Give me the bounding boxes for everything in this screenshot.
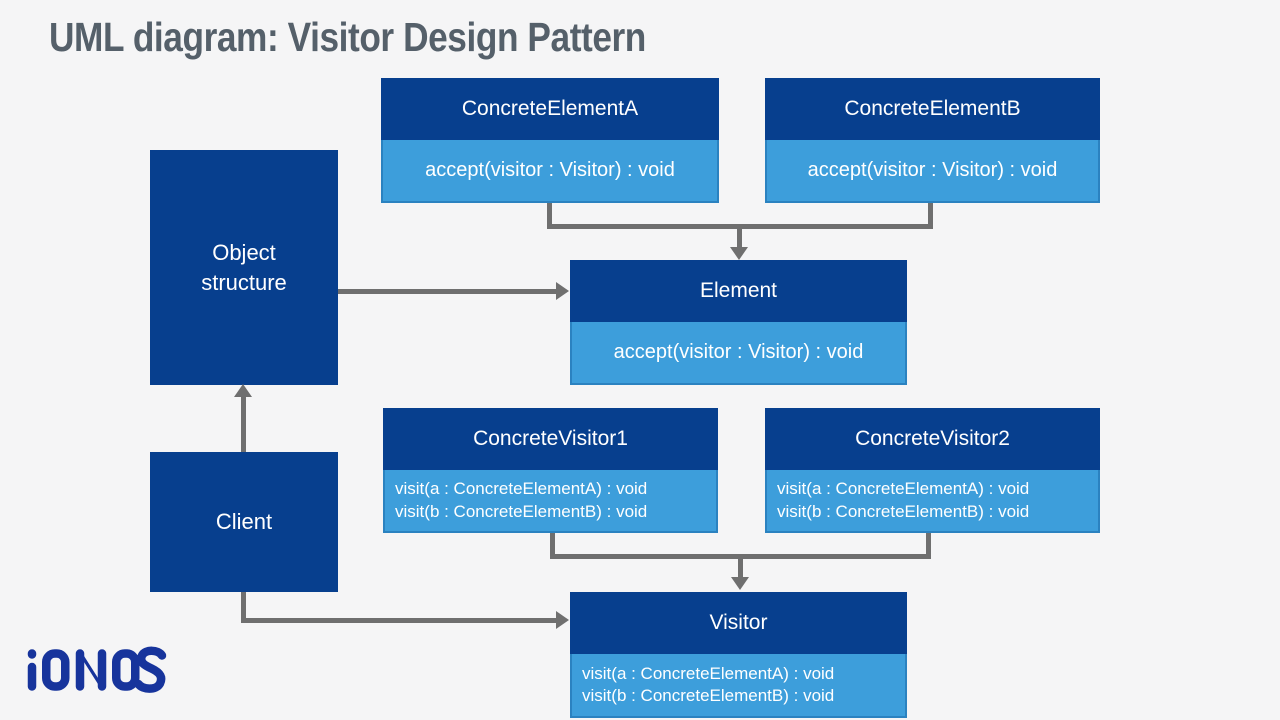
class-methods: accept(visitor : Visitor) : void <box>765 140 1100 203</box>
method-label: accept(visitor : Visitor) : void <box>613 341 864 363</box>
class-box-concrete-visitor-2: ConcreteVisitor2 visit(a : ConcreteEleme… <box>765 408 1100 533</box>
arrowhead-right-icon <box>556 282 569 300</box>
page-title: UML diagram: Visitor Design Pattern <box>49 14 646 60</box>
class-name: ConcreteElementB <box>765 78 1100 140</box>
arrowhead-right-icon <box>556 611 569 629</box>
class-methods: visit(a : ConcreteElementA) : void visit… <box>765 470 1100 533</box>
class-box-element: Element accept(visitor : Visitor) : void <box>570 260 907 385</box>
box-label: Client <box>215 509 273 534</box>
arrowhead-down-icon <box>731 577 749 590</box>
arrowhead-down-icon <box>730 247 748 260</box>
box-object-structure: Object structure <box>150 150 338 385</box>
method-label: visit(b : ConcreteElementB) : void <box>582 686 835 705</box>
class-box-concrete-visitor-1: ConcreteVisitor1 visit(a : ConcreteEleme… <box>383 408 718 533</box>
arrowhead-up-icon <box>234 384 252 397</box>
class-methods: visit(a : ConcreteElementA) : void visit… <box>383 470 718 533</box>
connector-segment <box>241 396 246 452</box>
connector-segment <box>928 203 933 229</box>
method-label: visit(b : ConcreteElementB) : void <box>777 501 1030 521</box>
class-name: ConcreteVisitor2 <box>765 408 1100 470</box>
method-label: accept(visitor : Visitor) : void <box>807 159 1058 181</box>
class-name: Visitor <box>570 592 907 654</box>
connector-segment <box>926 533 931 559</box>
box-client: Client <box>150 452 338 592</box>
connector-segment <box>338 289 558 294</box>
ionos-logo <box>27 646 167 693</box>
connector-segment <box>547 203 552 229</box>
class-box-visitor: Visitor visit(a : ConcreteElementA) : vo… <box>570 592 907 718</box>
connector-segment <box>550 533 555 559</box>
method-label: accept(visitor : Visitor) : void <box>425 159 675 181</box>
class-box-concrete-element-b: ConcreteElementB accept(visitor : Visito… <box>765 78 1100 203</box>
class-name: Element <box>570 260 907 322</box>
connector-segment <box>241 618 558 623</box>
connector-segment <box>738 554 743 578</box>
connector-segment <box>737 224 742 248</box>
method-label: visit(a : ConcreteElementA) : void <box>582 663 835 683</box>
method-label: visit(b : ConcreteElementB) : void <box>395 501 648 521</box>
connector-segment <box>241 592 246 623</box>
box-label: Object structure <box>201 239 287 295</box>
class-methods: visit(a : ConcreteElementA) : void visit… <box>570 654 907 718</box>
class-methods: accept(visitor : Visitor) : void <box>570 322 907 385</box>
class-box-concrete-element-a: ConcreteElementA accept(visitor : Visito… <box>381 78 719 203</box>
class-methods: accept(visitor : Visitor) : void <box>381 140 719 203</box>
method-label: visit(a : ConcreteElementA) : void <box>777 479 1030 499</box>
method-label: visit(a : ConcreteElementA) : void <box>395 479 648 499</box>
class-name: ConcreteVisitor1 <box>383 408 718 470</box>
class-name: ConcreteElementA <box>381 78 719 140</box>
